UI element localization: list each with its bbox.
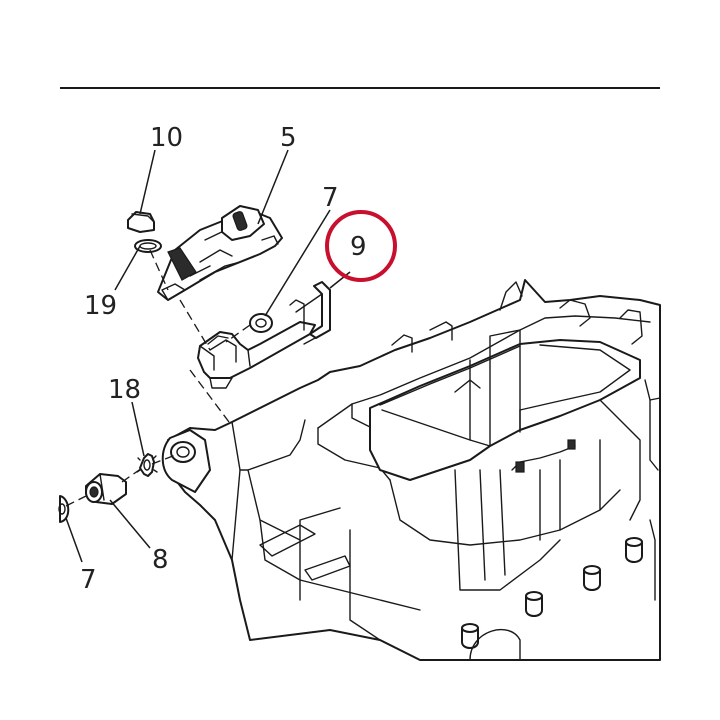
main-housing xyxy=(161,279,661,661)
callout-19: 19 xyxy=(84,291,117,321)
callout-8: 8 xyxy=(152,545,169,575)
mounting-pegs xyxy=(461,537,643,649)
callout-18: 18 xyxy=(108,375,141,405)
part-9-terminal-strap xyxy=(295,281,331,345)
callout-5: 5 xyxy=(280,123,297,153)
part-7-washer-bottom xyxy=(58,495,70,523)
part-19-o-ring xyxy=(134,239,162,253)
part-18-star-washer xyxy=(136,453,158,477)
part-7-washer-top xyxy=(249,313,273,333)
leader-lines xyxy=(65,149,351,563)
part-5-cover xyxy=(157,205,283,301)
callout-7-top: 7 xyxy=(322,183,339,213)
assembly-lines xyxy=(65,249,251,507)
part-8-bushing xyxy=(85,473,127,505)
callout-9: 9 xyxy=(350,232,367,262)
callout-10: 10 xyxy=(150,123,183,153)
terminal-bracket xyxy=(197,299,316,389)
callout-7-bottom: 7 xyxy=(80,565,97,595)
part-10-nut xyxy=(127,211,155,233)
highlight-circle xyxy=(325,210,397,282)
